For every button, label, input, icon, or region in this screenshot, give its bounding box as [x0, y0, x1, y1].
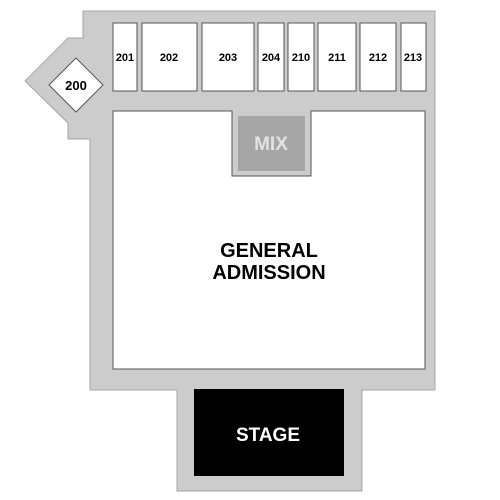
- section-203-label: 203: [219, 52, 237, 64]
- mix-label: MIX: [254, 134, 288, 155]
- section-204[interactable]: 204: [257, 22, 285, 92]
- section-201-label: 201: [116, 52, 134, 64]
- section-202[interactable]: 202: [141, 22, 198, 92]
- section-201[interactable]: 201: [112, 22, 138, 92]
- stage-label: STAGE: [236, 425, 300, 446]
- section-200-label: 200: [65, 78, 87, 93]
- section-210[interactable]: 210: [287, 22, 315, 92]
- section-212-label: 212: [369, 52, 387, 64]
- section-210-label: 210: [292, 52, 310, 64]
- general-admission-label-line1: GENERAL: [220, 240, 318, 262]
- section-203[interactable]: 203: [201, 22, 255, 92]
- section-200[interactable]: 200: [48, 57, 104, 113]
- section-202-label: 202: [160, 52, 178, 64]
- general-admission-label-line2: ADMISSION: [212, 262, 325, 284]
- mix-booth: MIX: [238, 116, 305, 171]
- section-213[interactable]: 213: [400, 22, 427, 92]
- section-211-label: 211: [328, 52, 346, 64]
- stage: STAGE: [194, 389, 344, 476]
- section-211[interactable]: 211: [317, 22, 357, 92]
- general-admission-floor[interactable]: GENERAL ADMISSION: [112, 110, 426, 370]
- section-204-label: 204: [262, 52, 281, 64]
- section-212[interactable]: 212: [359, 22, 397, 92]
- section-213-label: 213: [404, 52, 422, 64]
